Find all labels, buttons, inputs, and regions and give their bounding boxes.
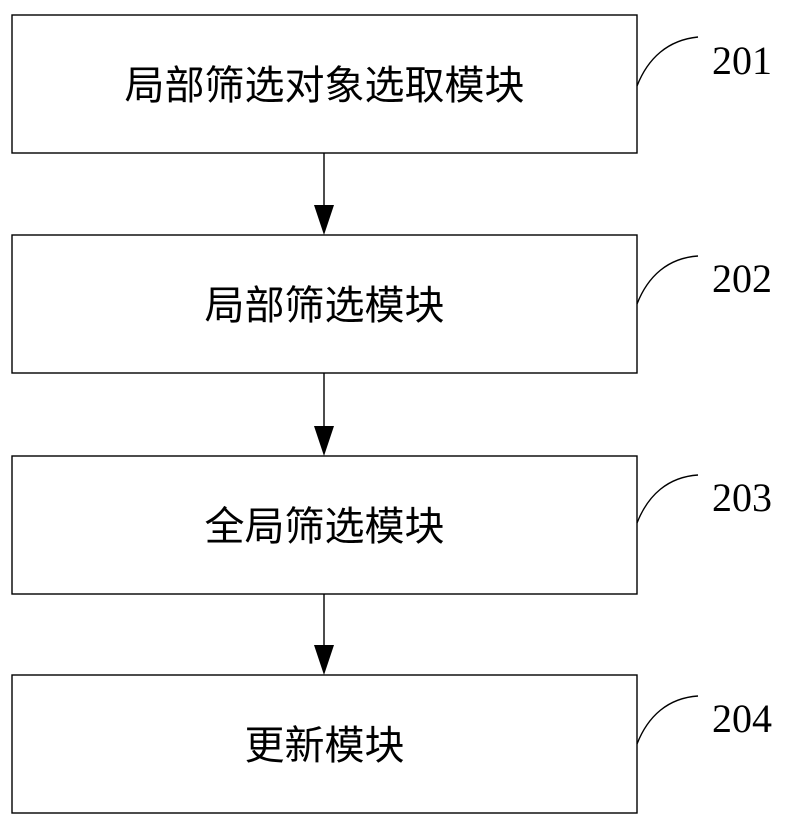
arrow-201-202: [314, 153, 334, 235]
module-203-label: 全局筛选模块: [205, 504, 445, 550]
module-204-leader: [637, 696, 698, 744]
module-201-ref: 201: [712, 38, 772, 83]
module-201-leader: [637, 37, 698, 86]
module-204-ref: 204: [712, 696, 772, 741]
module-202: 局部筛选模块 202: [12, 235, 772, 373]
module-201-label: 局部筛选对象选取模块: [125, 63, 525, 109]
arrow-202-203-head: [314, 426, 334, 456]
module-202-leader: [637, 256, 698, 304]
arrow-203-204-head: [314, 645, 334, 675]
arrow-201-202-head: [314, 205, 334, 235]
module-203-ref: 203: [712, 475, 772, 520]
arrow-202-203: [314, 373, 334, 456]
module-204: 更新模块 204: [12, 675, 772, 813]
module-202-label: 局部筛选模块: [205, 283, 445, 329]
module-203: 全局筛选模块 203: [12, 456, 772, 594]
module-202-ref: 202: [712, 256, 772, 301]
module-203-leader: [637, 475, 698, 523]
module-201: 局部筛选对象选取模块 201: [12, 15, 772, 153]
arrow-203-204: [314, 594, 334, 675]
module-204-label: 更新模块: [245, 723, 405, 769]
